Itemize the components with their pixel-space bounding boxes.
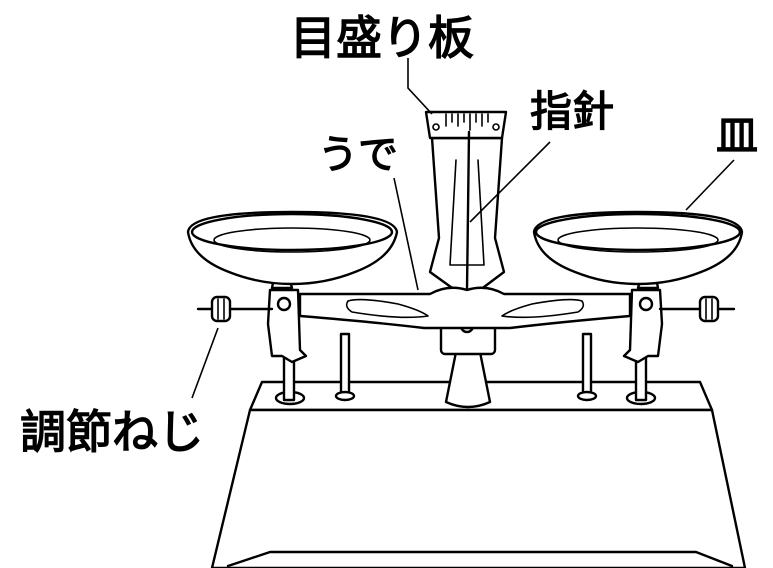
leader-lines — [191, 58, 735, 399]
leader-pointer — [469, 141, 551, 223]
right-adjusting-screw — [658, 295, 736, 323]
label-pan: 皿 — [716, 111, 758, 160]
left-pan — [186, 210, 399, 286]
leader-scale-plate — [407, 58, 433, 115]
leader-adjusting-screw — [191, 327, 219, 399]
right-pan — [532, 210, 744, 286]
label-scale-plate: 目盛り板 — [290, 11, 474, 65]
leader-arm — [393, 177, 419, 291]
balance-base — [210, 332, 747, 568]
left-adjusting-screw — [196, 295, 274, 323]
leader-pan — [685, 159, 735, 211]
label-pointer: 指針 — [530, 87, 614, 136]
scale-plate — [424, 110, 508, 140]
pointer-needle — [465, 130, 471, 292]
beam — [298, 286, 632, 330]
label-adjusting-screw: 調節ねじ — [20, 405, 204, 459]
label-arm: うで — [318, 132, 398, 178]
